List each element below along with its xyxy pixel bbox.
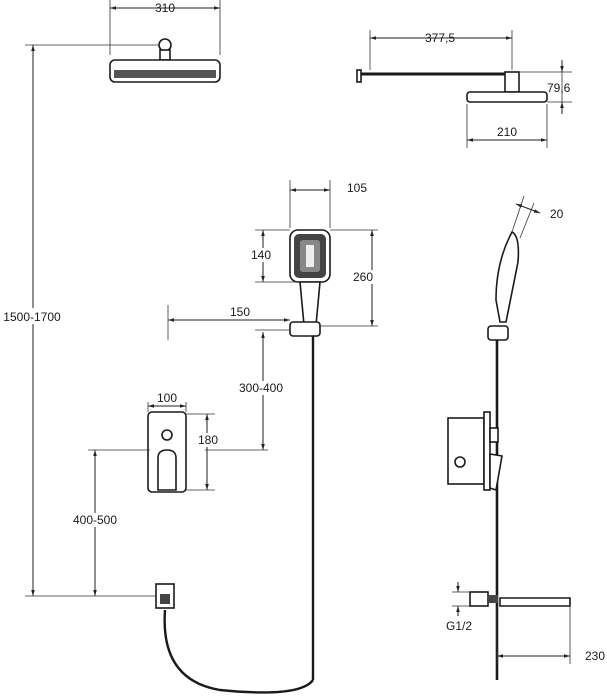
dimension-thread: G1/2 — [446, 582, 472, 633]
dim-label-outlet-length: 230 — [585, 649, 605, 663]
dim-label-hand-head-height: 140 — [251, 248, 271, 262]
dimension-head-width: 310 — [109, 0, 221, 55]
dim-label-hand-thickness: 20 — [550, 207, 564, 221]
dimension-hand-head-height: 140 — [248, 229, 300, 283]
wall-outlet-front — [155, 583, 175, 609]
dim-label-head-diameter: 210 — [497, 125, 517, 139]
hand-shower-front — [289, 229, 331, 326]
dim-label-mixer-width: 100 — [157, 391, 177, 405]
dimension-head-diameter: 210 — [466, 104, 548, 148]
dim-label-hand-width: 105 — [347, 181, 367, 195]
dim-label-mixer-position: 400-500 — [73, 513, 117, 527]
hand-holder — [289, 321, 321, 337]
mixer-front — [147, 411, 187, 493]
overhead-shower-front — [109, 38, 221, 83]
dimension-hand-total-height: 260 — [320, 229, 378, 327]
dimension-hand-width: 105 — [289, 180, 367, 228]
dimension-holder-offset: 150 — [167, 305, 290, 340]
dim-label-head-width: 310 — [155, 1, 175, 15]
dimension-mixer-height: 180 — [186, 413, 221, 491]
dim-label-hand-total-height: 260 — [353, 270, 373, 284]
dimension-outlet-length: 230 — [496, 606, 605, 664]
dimension-head-height: 79,6 — [520, 60, 572, 114]
dimension-mixer-width: 100 — [147, 391, 187, 412]
dimension-total-height: 1500-1700 — [0, 44, 160, 597]
overhead-shower-side — [356, 69, 548, 103]
mixer-side — [447, 411, 503, 492]
dim-label-arm-length: 377,5 — [425, 31, 455, 45]
outlet-side — [469, 591, 571, 607]
dimension-mixer-position: 400-500 — [64, 449, 150, 596]
dimension-holder-height: 300-400 — [205, 329, 290, 451]
dim-label-holder-offset: 150 — [230, 305, 250, 319]
hose — [163, 336, 315, 694]
dim-label-head-height: 79,6 — [547, 81, 571, 95]
dim-label-total-height: 1500-1700 — [3, 310, 61, 324]
dimension-hand-thickness: 20 — [511, 195, 564, 239]
dim-label-holder-height: 300-400 — [239, 381, 283, 395]
dim-label-mixer-height: 180 — [198, 433, 218, 447]
dim-label-thread: G1/2 — [446, 619, 472, 633]
dimension-arm-length: 377,5 — [369, 30, 513, 70]
